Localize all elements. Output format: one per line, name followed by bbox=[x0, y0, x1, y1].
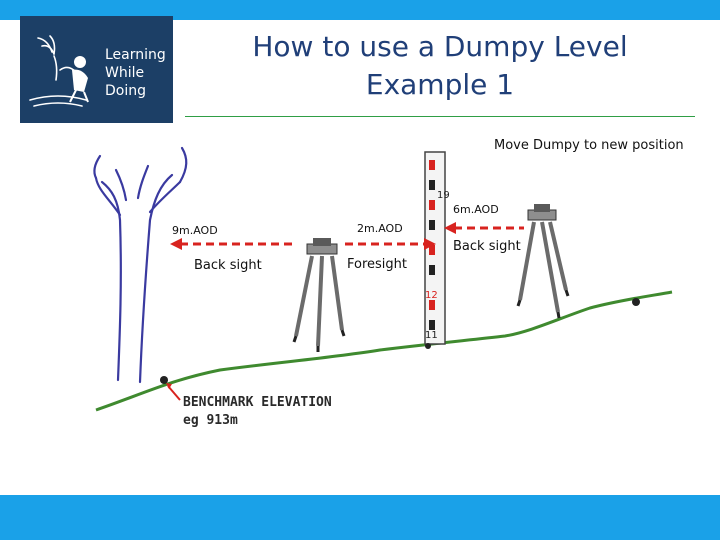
staff-mark-1: 19 bbox=[437, 190, 450, 201]
backsight-arrow-left bbox=[170, 238, 294, 250]
benchmark-point bbox=[160, 376, 168, 384]
left-aod-label: 9m.AOD bbox=[172, 224, 218, 237]
right-aod-label: 6m.AOD bbox=[453, 203, 499, 216]
foresight-arrow bbox=[345, 238, 436, 250]
benchmark-example-label: eg 913m bbox=[183, 413, 238, 428]
tree-drawing bbox=[94, 148, 186, 382]
benchmark-label: BENCHMARK ELEVATION bbox=[183, 395, 332, 410]
dumpy-level-left bbox=[294, 238, 344, 352]
left-backsight-label: Back sight bbox=[194, 258, 262, 273]
levelling-staff bbox=[425, 152, 445, 349]
right-backsight-label: Back sight bbox=[453, 239, 521, 254]
move-dumpy-label: Move Dumpy to new position bbox=[494, 138, 684, 153]
backsight-arrow-right bbox=[444, 222, 524, 234]
dumpy-level-right bbox=[518, 204, 568, 318]
benchmark-pointer bbox=[168, 386, 180, 400]
ground-point-right bbox=[632, 298, 640, 306]
staff-mark-2: 12 bbox=[425, 290, 438, 301]
bottom-accent-bar bbox=[0, 495, 720, 540]
foresight-label: Foresight bbox=[347, 257, 407, 272]
mid-aod-label: 2m.AOD bbox=[357, 222, 403, 235]
staff-mark-3: 11 bbox=[425, 330, 438, 341]
ground-line bbox=[96, 292, 672, 410]
